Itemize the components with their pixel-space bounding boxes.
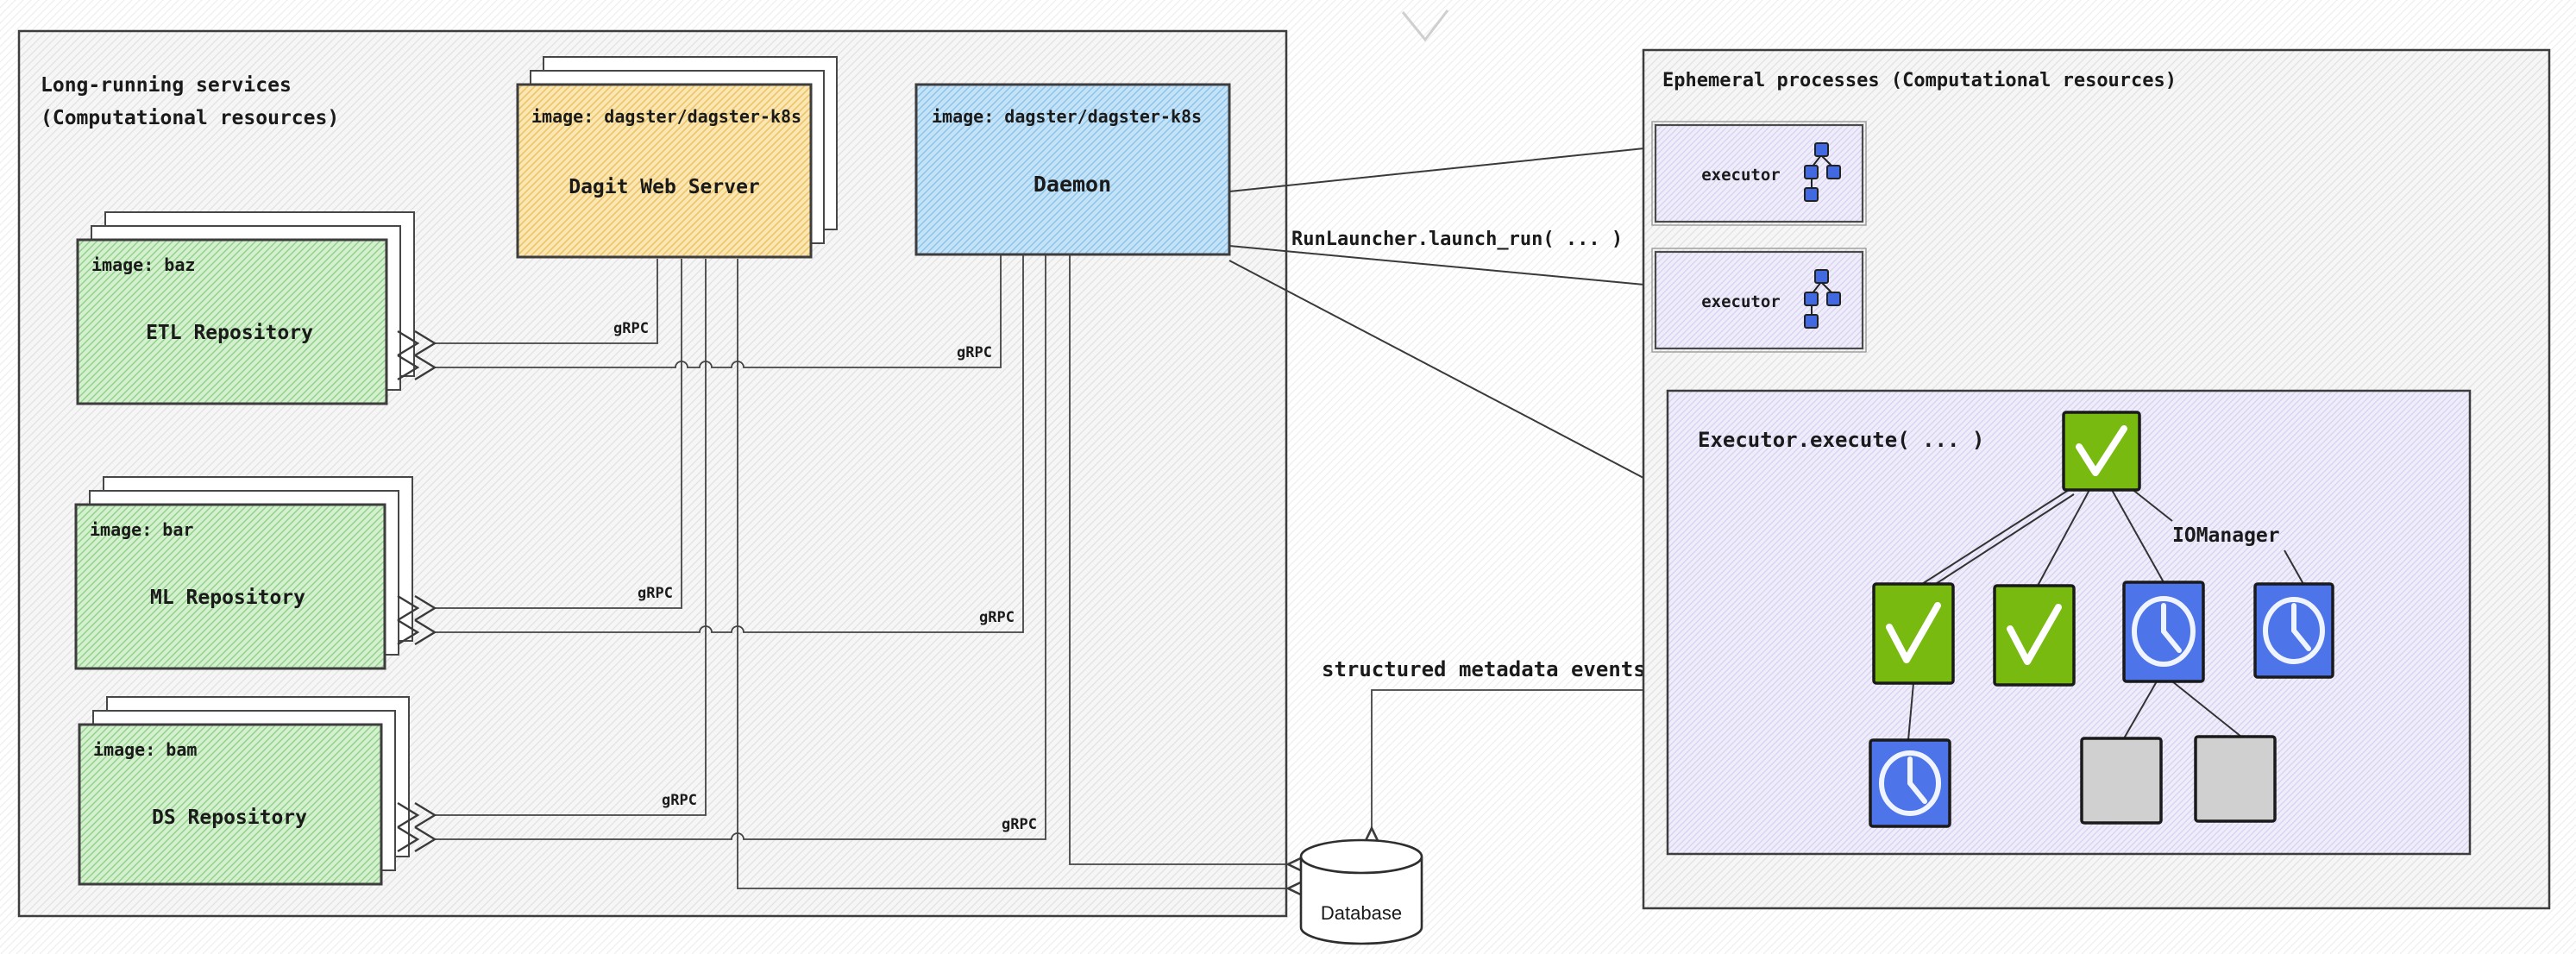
check-icon (2007, 604, 2062, 665)
left-panel-title-line1: Long-running services (41, 74, 292, 97)
grpc-label-etl-daemon: gRPC (957, 344, 992, 361)
op-node-success-1 (1872, 582, 1955, 685)
etl-repository-stack: image: baz ETL Repository (76, 211, 415, 405)
ds-repository-stack: image: bam DS Repository (78, 696, 410, 886)
launch-run-arrow-2 (1228, 245, 1668, 298)
check-icon (2076, 425, 2127, 476)
ds-repository-box (78, 723, 383, 886)
op-node-skipped-1 (2080, 737, 2163, 825)
executor-label-1: executor (1701, 166, 1781, 185)
grpc-arrow-ml-from-dagit (397, 259, 682, 622)
clock-icon (1879, 750, 1941, 816)
run-launcher-arrows: RunLauncher.launch_run( ... ) (1228, 135, 1687, 509)
mini-dag-icon-1 (1804, 142, 1841, 202)
dagit-to-database-line (737, 259, 1310, 901)
ml-repository-box (74, 503, 386, 670)
etl-repository-box (76, 238, 388, 405)
daemon-name-label: Daemon (1034, 172, 1111, 197)
clock-icon (2132, 596, 2196, 667)
grpc-label-ml-dagit: gRPC (638, 585, 673, 602)
dag-nodes (1869, 411, 2334, 828)
ds-name-label: DS Repository (152, 807, 307, 829)
long-running-services-panel: Long-running services (Computational res… (17, 29, 1310, 918)
clock-icon (2263, 597, 2325, 664)
grpc-arrow-etl-from-dagit (397, 259, 658, 357)
run-launcher-label: RunLauncher.launch_run( ... ) (1291, 229, 1623, 250)
dagit-name-label: Dagit Web Server (569, 176, 760, 198)
executor-box-1: executor (1651, 121, 1867, 226)
right-panel-title: Ephemeral processes (Computational resou… (1662, 70, 2177, 91)
grpc-connections: gRPC gRPC gRPC gRPC gRPC gRPC (397, 254, 1310, 901)
executor-execute-box: Executor.execute( ... ) IOManager (1666, 389, 2472, 856)
executor-label-2: executor (1701, 292, 1781, 311)
check-icon (1886, 602, 1941, 663)
metadata-events-label: structured metadata events (1322, 657, 1646, 681)
ml-image-label: image: bar (90, 519, 193, 540)
grpc-label-etl-dagit: gRPC (613, 320, 649, 337)
grpc-label-ds-daemon: gRPC (1002, 816, 1037, 833)
dagit-web-server-stack: image: dagster/dagster-k8s Dagit Web Ser… (516, 56, 838, 259)
op-node-pending-2 (2253, 582, 2334, 679)
daemon-box (914, 83, 1231, 256)
daemon-box-group: image: dagster/dagster-k8s Daemon (914, 83, 1231, 256)
launch-run-arrow-1 (1228, 135, 1668, 192)
ds-image-label: image: bam (93, 739, 197, 760)
metadata-events-line (1360, 689, 1668, 850)
ml-repository-stack: image: bar ML Repository (74, 476, 413, 670)
grpc-arrow-etl-from-daemon (397, 254, 1002, 381)
dagit-image-label: image: dagster/dagster-k8s (531, 106, 801, 127)
database-cylinder: Database (1299, 838, 1423, 945)
op-node-success-2 (1993, 584, 2076, 687)
op-node-pending-1 (2122, 581, 2205, 683)
grpc-arrow-ml-from-daemon (397, 254, 1024, 646)
grpc-arrow-ds-from-dagit (397, 259, 707, 829)
daemon-to-database-line (1069, 254, 1310, 876)
executor-execute-title: Executor.execute( ... ) (1698, 428, 1984, 452)
ephemeral-processes-panel: Ephemeral processes (Computational resou… (1642, 48, 2551, 910)
sketch-chevron-mark (1401, 9, 1449, 42)
launch-run-arrow-3 (1228, 260, 1687, 509)
executor-box-2: executor (1651, 248, 1867, 353)
grpc-arrow-ds-from-daemon (397, 254, 1046, 853)
metadata-events-group: structured metadata events (1322, 657, 1668, 850)
daemon-image-label: image: dagster/dagster-k8s (932, 106, 1202, 127)
iomanager-label: IOManager (2172, 524, 2280, 547)
grpc-label-ds-dagit: gRPC (662, 792, 697, 809)
database-label: Database (1321, 902, 1402, 924)
database-body (1299, 857, 1423, 945)
grpc-label-ml-daemon: gRPC (979, 609, 1015, 626)
etl-name-label: ETL Repository (146, 322, 313, 344)
op-node-pending-3 (1869, 738, 1951, 828)
etl-image-label: image: baz (91, 254, 195, 275)
database-top (1299, 838, 1423, 875)
op-node-skipped-2 (2194, 735, 2277, 823)
ml-name-label: ML Repository (150, 587, 305, 609)
dagit-web-server-box (516, 83, 813, 259)
mini-dag-icon-2 (1804, 269, 1841, 329)
dag-edges (1907, 487, 2304, 741)
left-panel-title-line2: (Computational resources) (41, 107, 339, 129)
op-node-success-root (2062, 411, 2141, 492)
